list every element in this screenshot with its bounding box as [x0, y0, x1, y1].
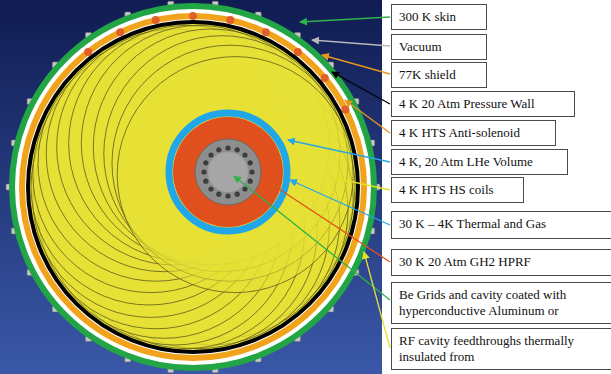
label-box: 30 K – 4K Thermal and Gas [391, 211, 611, 239]
thermal-gas-ring [169, 113, 287, 231]
shield-bump [152, 16, 160, 24]
shield-bump [262, 28, 270, 36]
leader-line [288, 140, 390, 162]
label-box: 4 K, 20 Atm LHe Volume [391, 149, 568, 175]
shield-bump [189, 12, 197, 20]
label-text: Vacuum [399, 39, 479, 55]
leader-line [290, 180, 390, 225]
cavity-tooth [216, 192, 221, 197]
label-box: Be Grids and cavity coated with hypercon… [391, 282, 611, 324]
shield-bump [226, 16, 234, 24]
leader-line [300, 17, 390, 22]
leader-line [364, 252, 390, 348]
label-box: 4 K 20 Atm Pressure Wall [391, 91, 575, 117]
leader-line [270, 183, 390, 262]
label-text: 4 K HTS HS coils [399, 182, 516, 198]
cavity-tooth [208, 152, 213, 157]
label-text: 4 K 20 Atm Pressure Wall [399, 96, 567, 112]
cavity-tooth [248, 179, 253, 184]
cavity-tooth [216, 147, 221, 152]
cavity-tooth [225, 145, 230, 150]
shield-bump [321, 74, 329, 82]
label-box: RF cavity feedthroughs thermally insulat… [391, 328, 611, 370]
gh2-volume [173, 117, 283, 227]
coil-circle [117, 57, 353, 293]
leader-line [335, 178, 390, 190]
label-box: 4 K HTS Anti-solenoid [391, 120, 556, 146]
leader-line [312, 40, 390, 46]
shield-bump [341, 105, 349, 113]
cavity-teeth [201, 145, 254, 198]
leader-line [345, 100, 390, 133]
label-box: 77K shield [391, 62, 487, 88]
cavity-inner [208, 152, 248, 192]
label-text: 30 K – 4K Thermal and Gas [399, 216, 607, 232]
label-text: RF cavity feedthroughs thermally insulat… [399, 333, 607, 365]
cavity-tooth [235, 147, 240, 152]
cavity-tooth [249, 169, 254, 174]
label-text: 4 K HTS Anti-solenoid [399, 125, 548, 141]
label-text: 30 K 20 Atm GH2 HPRF [399, 254, 607, 270]
label-box: Vacuum [391, 34, 487, 60]
cavity-tooth [225, 193, 230, 198]
leader-line [322, 55, 390, 74]
label-text: 300 K skin [399, 9, 479, 25]
cavity-tooth [242, 186, 247, 191]
cavity-tooth [208, 186, 213, 191]
cavity-tooth [242, 152, 247, 157]
label-box: 30 K 20 Atm GH2 HPRF [391, 249, 611, 276]
label-box: 4 K HTS HS coils [391, 177, 524, 203]
cavity-disc [195, 139, 261, 205]
leader-line [332, 72, 390, 104]
cavity-tooth [248, 160, 253, 165]
label-text: 77K shield [399, 67, 479, 83]
label-text: Be Grids and cavity coated with hypercon… [399, 287, 607, 319]
cavity-tooth [203, 160, 208, 165]
shield-bump [84, 48, 92, 56]
cavity-tooth [235, 192, 240, 197]
shield-ring [22, 16, 364, 358]
feedthrough-knobs [6, 1, 380, 372]
pressure-wall [28, 22, 358, 352]
cavity-tooth [203, 179, 208, 184]
leader-lines [234, 17, 390, 348]
shield-bump [116, 28, 124, 36]
label-text: 4 K, 20 Atm LHe Volume [399, 154, 560, 170]
skin-ring [12, 6, 374, 368]
shield-bump [294, 48, 302, 56]
leader-line [234, 176, 390, 300]
label-box: 300 K skin [391, 4, 487, 30]
cavity-tooth [201, 169, 206, 174]
